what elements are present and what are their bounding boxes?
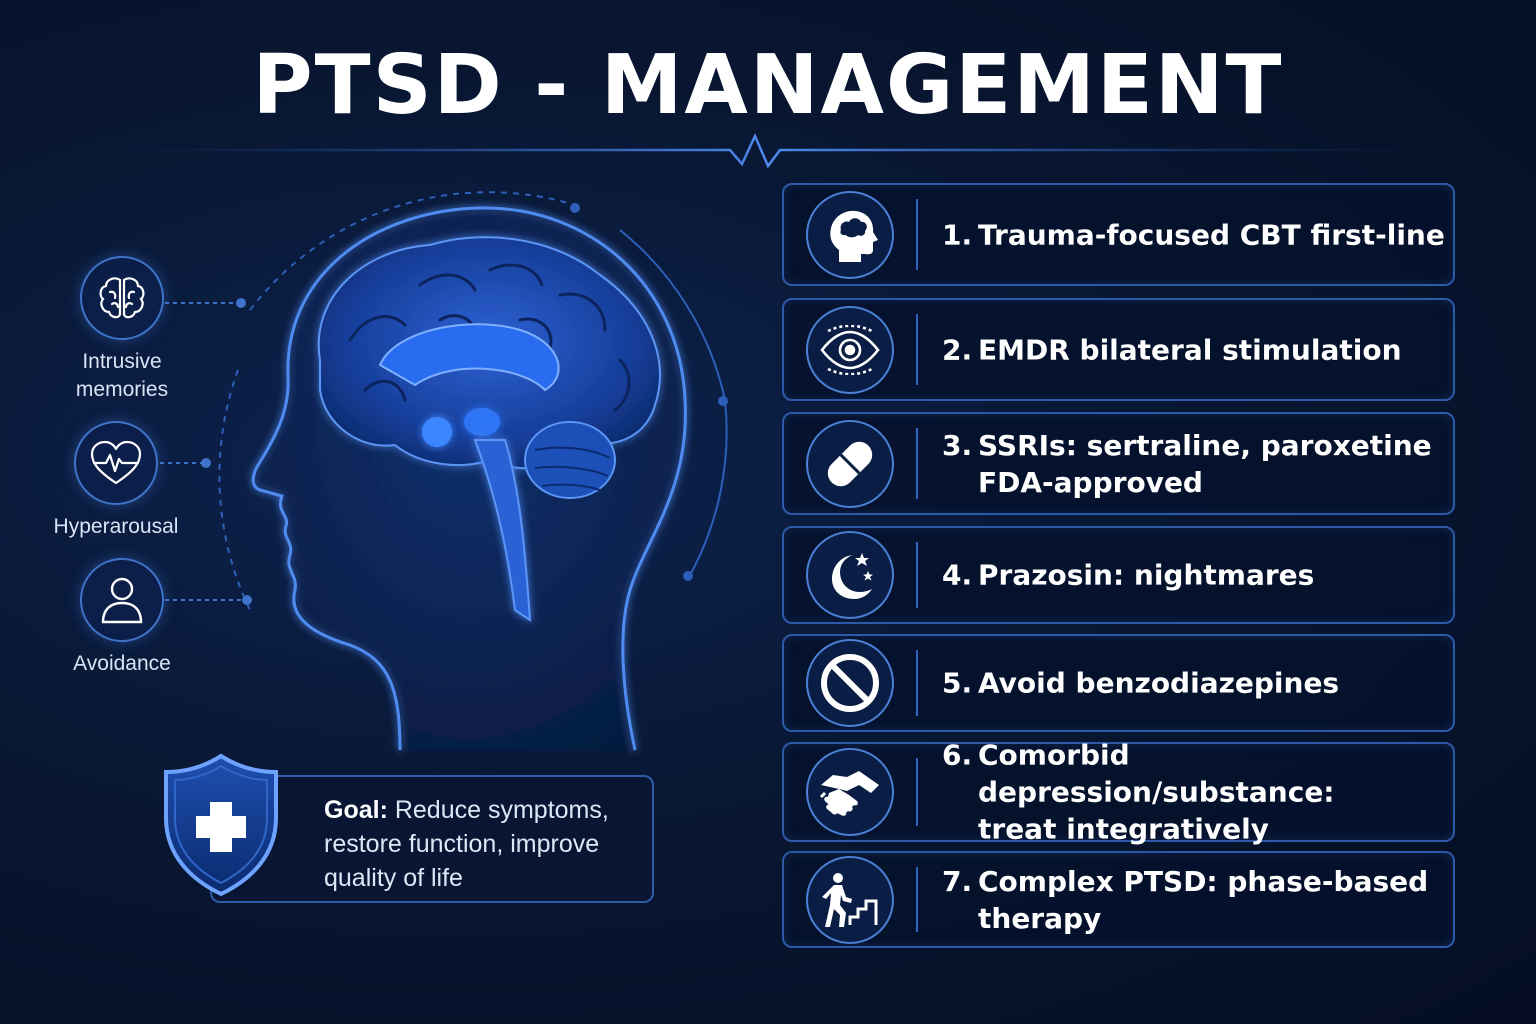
item-text-line: Comorbid depression/substance: [978,738,1335,809]
item-divider [916,867,918,932]
goal-panel: Goal: Reduce symptoms, restore function,… [210,775,654,903]
eye-icon [806,305,894,394]
item-number: 1. [942,218,973,251]
head-brain-illustration [218,191,728,751]
goal-heading: Goal: [324,796,388,824]
management-item-4: 4. Prazosin: nightmares [782,526,1455,624]
symptom-label-line: Hyperarousal [53,515,179,538]
item-divider [916,314,918,385]
item-text-line: Trauma-focused CBT first-line [978,218,1445,251]
management-item-6: 6. Comorbid depression/substance: treat … [782,739,1455,846]
item-text-line: Avoid benzodiazepines [978,666,1340,700]
item-number: 2. [942,333,973,366]
stairs-climb-icon [806,855,894,944]
item-number: 7. [942,864,973,898]
handshake-icon [806,748,894,836]
symptom-hyperarousal: Hyperarousal [31,421,201,541]
brain-icon [80,256,164,340]
item-text-line: treat integratively [978,812,1269,846]
item-divider [916,199,918,270]
item-number: 4. [942,558,973,592]
item-number: 5. [942,666,973,700]
item-divider [916,758,918,826]
symptom-label-line: Intrusive [82,350,162,373]
head-cloud-icon [806,190,894,279]
item-number: 6. [942,738,973,772]
shield-cross-icon [164,753,278,897]
symptom-avoidance: Avoidance [37,558,207,678]
symptom-label-line: Avoidance [73,652,171,675]
prohibited-icon [806,639,894,727]
item-text-line: SSRIs: sertraline, paroxetine [978,428,1432,462]
item-text-line: Complex PTSD: phase-based therapy [978,864,1429,935]
symptom-label-line: memories [75,378,169,401]
heart-pulse-icon [74,421,158,505]
page-title: PTSD - MANAGEMENT [252,38,1284,133]
person-icon [80,558,164,642]
symptom-intrusive-memories: Intrusive memories [37,256,207,404]
item-text-line: FDA-approved [978,465,1203,499]
symptom-connectors [160,298,252,605]
management-item-7: 7. Complex PTSD: phase-based therapy [782,851,1455,948]
pill-icon [806,419,894,508]
item-divider [916,650,918,716]
item-divider [916,542,918,608]
management-item-3: 3. SSRIs: sertraline, paroxetine FDA-app… [782,412,1455,515]
item-text-line: Prazosin: nightmares [978,558,1315,592]
item-text-line: EMDR bilateral stimulation [978,333,1402,366]
management-item-5: 5. Avoid benzodiazepines [782,634,1455,732]
management-item-1: 1. Trauma-focused CBT first-line [782,183,1455,286]
management-item-2: 2. EMDR bilateral stimulation [782,298,1455,401]
item-divider [916,428,918,499]
goal-text: Reduce symptoms, restore function, impro… [324,796,609,892]
item-number: 3. [942,428,973,462]
title-pulse-divider [120,132,1420,169]
moon-stars-icon [806,531,894,619]
